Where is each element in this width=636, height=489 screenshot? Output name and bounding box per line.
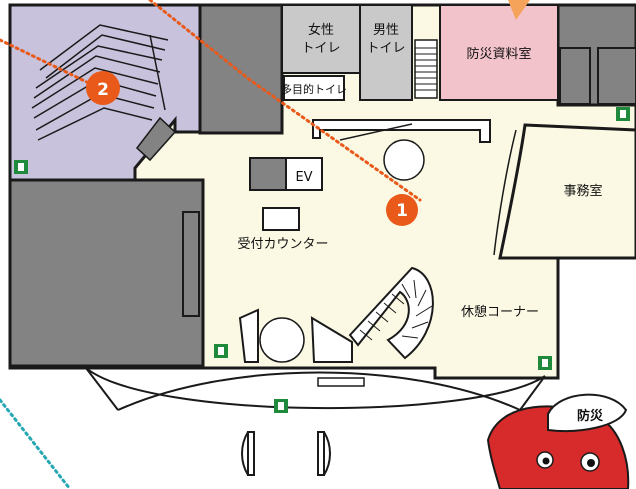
mens-toilet-label-2: トイレ (366, 41, 405, 56)
mascot-helmet-text: 防災 (577, 408, 604, 424)
reception-counter (262, 207, 300, 231)
room-labels: 女性 トイレ 男性 トイレ 多目的トイレ 防災資料室 EV 事務室 受付カウンタ… (237, 22, 602, 320)
disaster-archive-label: 防災資料室 (466, 46, 531, 62)
womens-toilet-label-1: 女性 (308, 22, 334, 38)
theater-seating (31, 24, 169, 141)
interior-fixtures (238, 119, 491, 387)
marker-2[interactable]: 2 (86, 71, 120, 105)
multipurpose-toilet-label: 多目的トイレ (281, 82, 347, 96)
emergency-exit-icon (214, 344, 228, 358)
elevator-room (249, 157, 287, 191)
emergency-exit-icon (14, 160, 28, 174)
marker-1-label: 1 (396, 201, 408, 221)
emergency-exit-icon (616, 107, 630, 121)
emergency-exit-icon (274, 399, 288, 413)
route-arrow-icon (508, 0, 530, 20)
mens-toilet-room (359, 4, 413, 101)
mens-toilet-label-1: 男性 (373, 23, 399, 38)
marker-2-label: 2 (97, 80, 109, 100)
service-areas (8, 3, 636, 368)
emergency-exit-icon (538, 356, 552, 370)
marker-1[interactable]: 1 (386, 194, 418, 226)
mascot: 防災 (486, 393, 630, 489)
office-room (498, 123, 636, 260)
evacuation-routes (0, 0, 530, 489)
entrance (85, 367, 546, 476)
emergency-exits (14, 107, 630, 413)
elevator-label: EV (295, 170, 312, 185)
toilet-rooms (281, 4, 438, 101)
office-label: 事務室 (563, 183, 602, 199)
disaster-archive-room (439, 4, 559, 101)
rest-corner-label: 休憩コーナー (461, 304, 539, 320)
multipurpose-toilet-room (283, 75, 345, 101)
womens-toilet-label-2: トイレ (301, 41, 340, 56)
reception-label: 受付カウンター (237, 237, 328, 252)
stairs-small (414, 39, 438, 99)
womens-toilet-room (281, 4, 361, 74)
